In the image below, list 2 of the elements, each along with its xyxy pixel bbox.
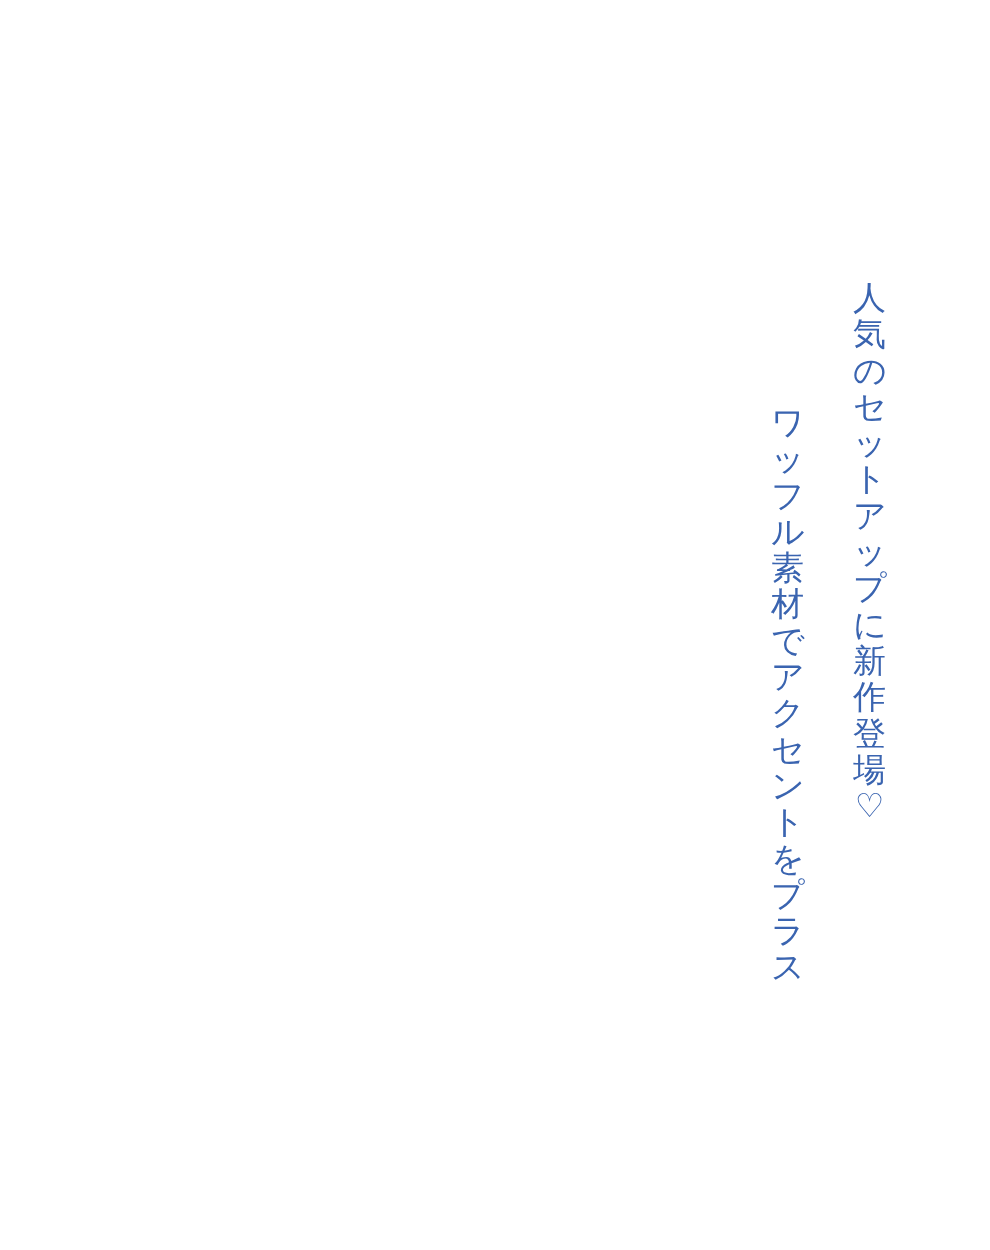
vertical-caption: 人気のセットアップに新作登場♡ xyxy=(853,280,886,825)
vertical-caption: ワッフル素材でアクセントをプラス xyxy=(771,405,804,986)
